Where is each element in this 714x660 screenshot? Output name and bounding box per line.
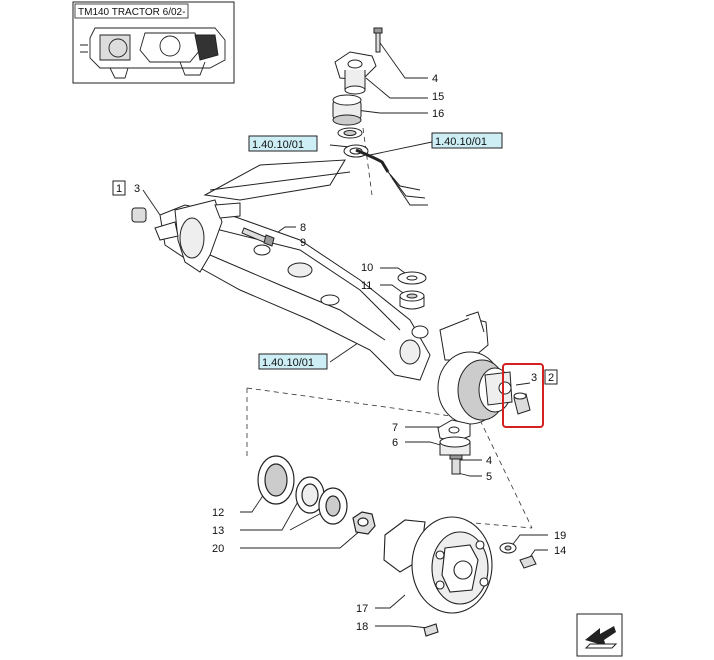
callout-7: 7 bbox=[392, 422, 398, 434]
callout-3: 3 bbox=[134, 183, 140, 195]
callout-4: 4 bbox=[432, 73, 438, 85]
next-page-arrow-icon[interactable] bbox=[576, 613, 623, 657]
svg-text:1.40.10/01: 1.40.10/01 bbox=[435, 136, 487, 148]
thumbnail-axle-drawing bbox=[80, 27, 226, 79]
callout-4-lower: 4 bbox=[486, 455, 492, 467]
callout-20: 20 bbox=[212, 543, 224, 555]
reference-box-middle[interactable]: 1.40.10/01 bbox=[258, 353, 328, 370]
planet-carrier-17 bbox=[383, 516, 493, 637]
bushing-3[interactable] bbox=[513, 392, 531, 415]
assembly-thumbnail[interactable]: TM140 TRACTOR 6/02- bbox=[72, 1, 235, 84]
hex-bolt-8-9 bbox=[241, 227, 275, 247]
callout-5: 5 bbox=[486, 471, 492, 483]
callout-9: 9 bbox=[300, 237, 306, 249]
callout-6: 6 bbox=[392, 437, 398, 449]
callout-12: 12 bbox=[212, 507, 224, 519]
sensor-cable bbox=[355, 148, 428, 206]
reference-box-top-right[interactable]: 1.40.10/01 bbox=[431, 132, 503, 149]
callout-16: 16 bbox=[432, 108, 444, 120]
callout-3-highlighted: 3 bbox=[531, 372, 537, 384]
highlighted-part-frame[interactable] bbox=[502, 363, 544, 428]
callout-19: 19 bbox=[554, 530, 566, 542]
right-hub-assembly bbox=[437, 311, 513, 425]
callout-15: 15 bbox=[432, 91, 444, 103]
reference-box-top-left[interactable]: 1.40.10/01 bbox=[248, 135, 318, 152]
svg-text:1: 1 bbox=[116, 183, 122, 195]
dashed-construction-lines bbox=[246, 127, 533, 529]
thumbnail-caption: TM140 TRACTOR 6/02- bbox=[78, 7, 185, 18]
callout-18: 18 bbox=[356, 621, 368, 633]
axle-housing bbox=[159, 159, 431, 381]
callout-10: 10 bbox=[361, 262, 373, 274]
callout-labels: 4 15 16 3 8 9 10 11 3 7 6 4 5 12 13 20 1… bbox=[134, 73, 566, 633]
svg-text:2: 2 bbox=[548, 372, 554, 384]
callout-8: 8 bbox=[300, 222, 306, 234]
cover-plate-6-7 bbox=[437, 419, 471, 475]
svg-text:1.40.10/01: 1.40.10/01 bbox=[252, 139, 304, 151]
callout-17: 17 bbox=[356, 603, 368, 615]
left-steering-knuckle bbox=[131, 199, 241, 273]
callout-13: 13 bbox=[212, 525, 224, 537]
thrust-washers-10-11 bbox=[397, 271, 427, 310]
callout-box-2: 2 bbox=[544, 369, 558, 385]
bearing-set-12-13-20 bbox=[257, 455, 376, 535]
svg-text:1.40.10/01: 1.40.10/01 bbox=[262, 357, 314, 369]
callout-14: 14 bbox=[554, 545, 566, 557]
washer-bolt-19-14 bbox=[499, 542, 537, 569]
kingpin-upper-assembly bbox=[332, 27, 383, 158]
callout-11: 11 bbox=[361, 280, 372, 292]
callout-box-1: 1 bbox=[112, 180, 126, 196]
